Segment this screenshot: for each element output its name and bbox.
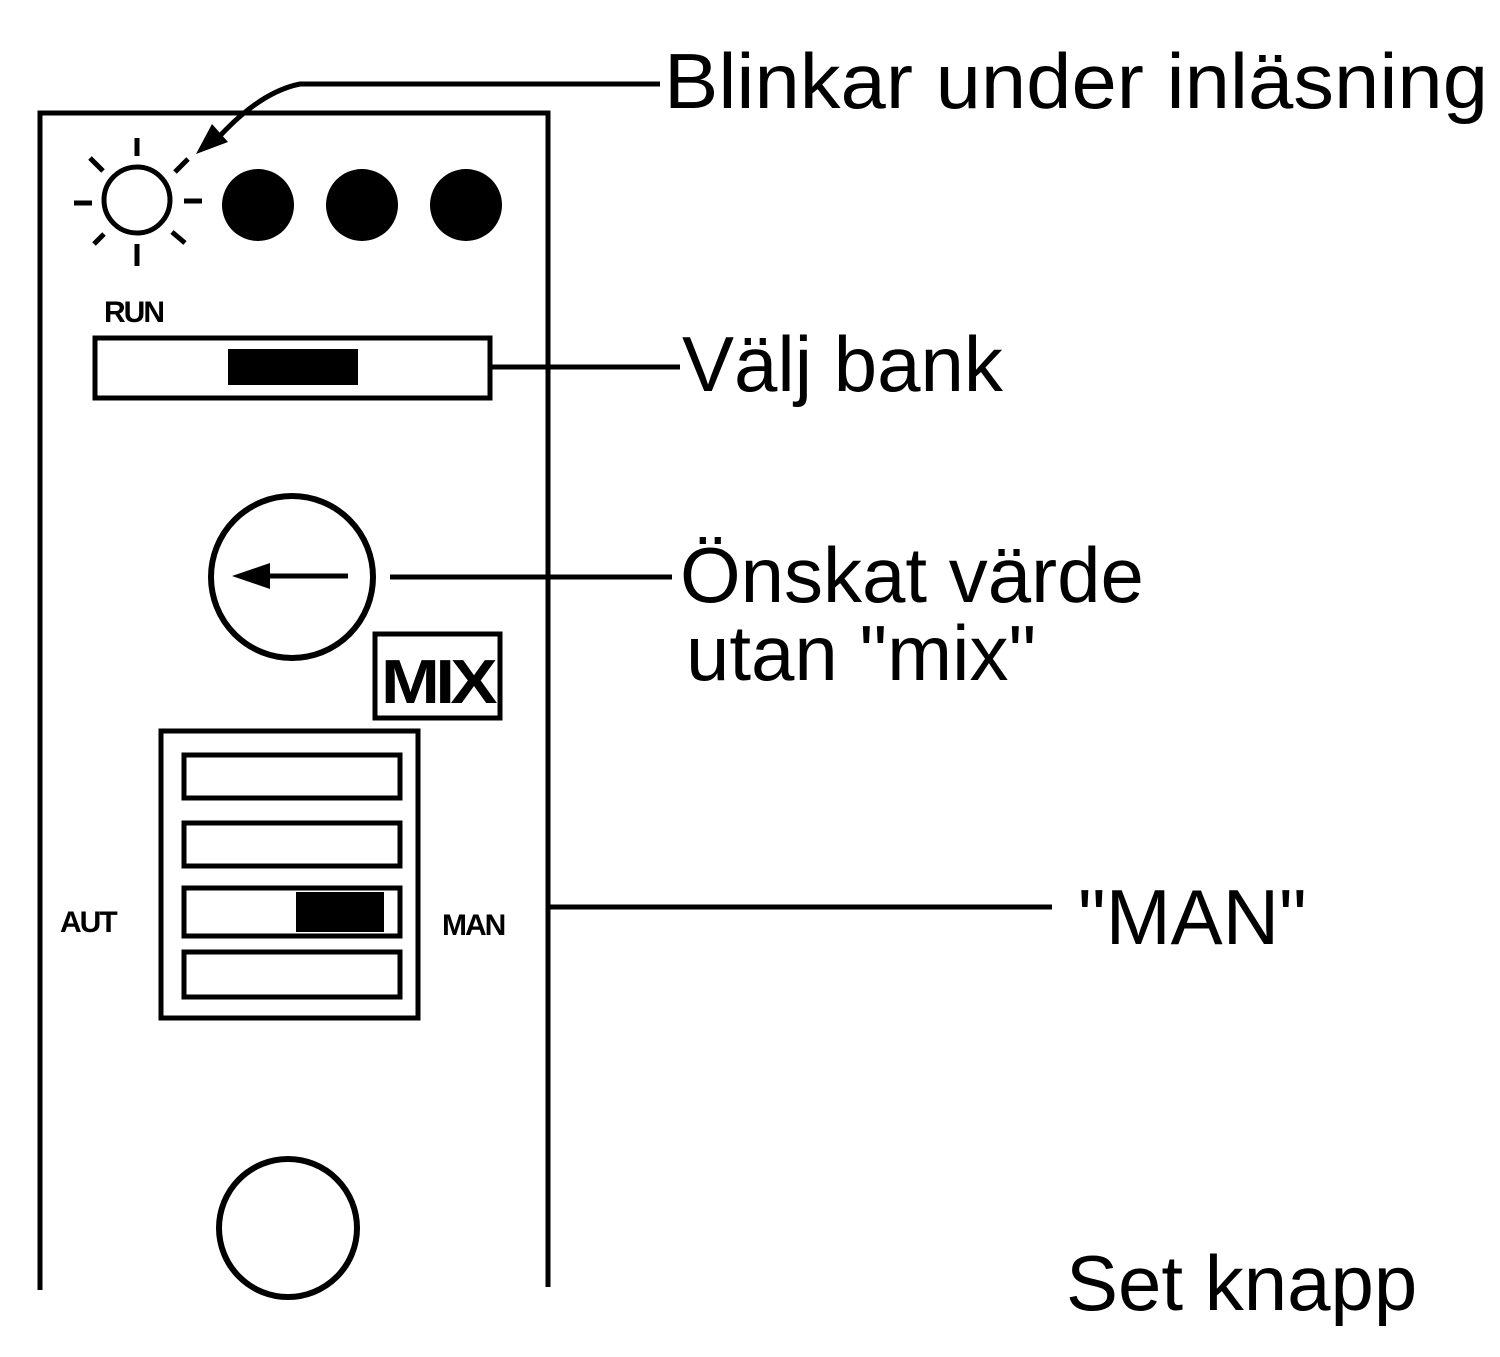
switch-row-4[interactable] (181, 949, 403, 1000)
callout-desired-value-line2: utan "mix" (686, 609, 1036, 697)
callout-desired-value-line1: Önskat värde (680, 531, 1144, 619)
desired-value-dial[interactable] (208, 493, 376, 661)
mix-label-box: MIX (372, 631, 503, 721)
led-4-icon (430, 169, 502, 241)
aut-label: AUT (60, 906, 117, 939)
callout-set-button: Set knapp (1066, 1239, 1417, 1327)
set-button[interactable] (216, 1156, 360, 1300)
bank-selector-knob[interactable] (228, 349, 358, 385)
callout-man: "MAN" (1078, 873, 1307, 961)
callout-select-bank: Välj bank (682, 320, 1004, 408)
led-3-icon (326, 169, 398, 241)
leader-blinking-arrowhead (196, 124, 228, 154)
switch-row-2[interactable] (181, 820, 403, 869)
callout-blinking: Blinkar under inläsning (664, 37, 1488, 125)
arrow-left-icon (232, 563, 270, 589)
led-2-icon (222, 169, 294, 241)
leader-blinking (216, 81, 660, 140)
switch-row-3-knob[interactable] (296, 892, 384, 932)
man-label: MAN (442, 909, 505, 942)
panel-outline (37, 110, 551, 1290)
switch-block (158, 728, 421, 1021)
run-led-blinking-icon (74, 138, 202, 266)
leader-lines (196, 81, 1052, 910)
run-label: RUN (104, 296, 163, 329)
mix-label: MIX (381, 648, 497, 717)
bank-selector-slider[interactable] (92, 335, 493, 401)
switch-row-1[interactable] (181, 752, 403, 801)
